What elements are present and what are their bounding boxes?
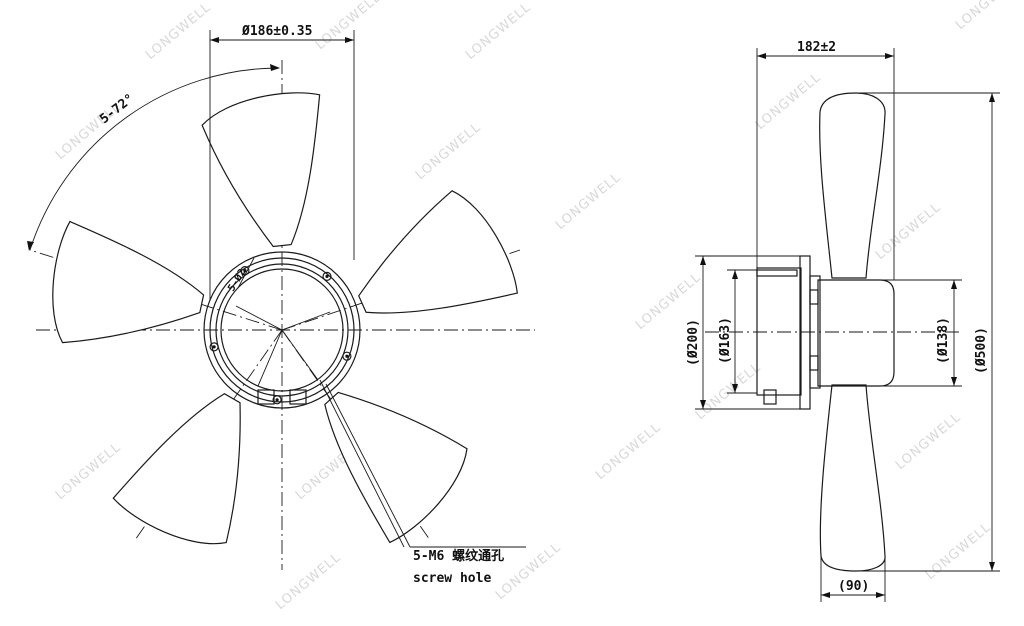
watermark-text: LONGWELL [923, 520, 994, 583]
hub-screw-hole-center [275, 398, 279, 402]
fan-blade [324, 391, 468, 544]
dim-depth-label: 182±2 [797, 40, 836, 55]
watermark-text: LONGWELL [53, 440, 124, 503]
dim-angle-arrow-top [270, 64, 280, 71]
dim-200-arrow-bottom [700, 400, 706, 409]
blade-slot-inner [386, 462, 438, 510]
dim-138-arrow-bottom [951, 377, 957, 386]
dim-bolt-circle-label: Ø186±0.35 [241, 24, 312, 39]
blade-outline [201, 92, 321, 248]
dim-200-arrow-top [700, 256, 706, 265]
dim-186-arrow-right [345, 37, 354, 43]
side-terminal-box [763, 389, 777, 405]
hub-ring-2 [209, 257, 355, 403]
blade-outline [324, 391, 468, 544]
side-view [695, 48, 1000, 602]
blade-slot-inner [455, 223, 486, 286]
fan-blade [112, 393, 241, 545]
screw-hole-leader [325, 383, 411, 548]
hub-outer-ring [203, 251, 361, 409]
hub-screw-hole [342, 351, 352, 361]
hub-screw-hole [209, 342, 219, 352]
watermark-text: LONGWELL [593, 420, 664, 483]
leader-center-4 [281, 329, 319, 381]
side-hub-tab-2 [809, 355, 819, 371]
watermark-text: LONGWELL [273, 550, 344, 613]
screw-hole-note-cn: 5-M6 螺纹通孔 [413, 548, 504, 564]
watermark-text: LONGWELL [553, 170, 624, 233]
watermark-text: LONGWELL [873, 200, 944, 263]
dim-182-arrow-left [757, 53, 766, 59]
hub-screw-hole-center [212, 345, 216, 349]
hub-screw-hole [272, 395, 282, 405]
leader-center-1 [235, 305, 283, 331]
blade-outline [52, 220, 205, 344]
dim-182-arrow-right [885, 53, 894, 59]
dim-angle-arc [29, 67, 280, 251]
watermark-text: LONGWELL [893, 410, 964, 473]
hub-screw-hole [322, 271, 332, 281]
hub-screw-holes [209, 266, 352, 405]
watermark-text: LONGWELL [753, 70, 824, 133]
dim-186-arrow-left [210, 37, 219, 43]
watermark-text: LONGWELL [313, 0, 384, 53]
dim-angle-arrow-left [27, 241, 34, 251]
watermark-text: LONGWELL [953, 0, 1024, 33]
blade-slot-inner [235, 120, 303, 133]
dim-flange-diameter-label: (Ø200) [686, 319, 701, 366]
side-blade-lower [819, 384, 886, 572]
screw-hole-leader-2 [319, 379, 405, 548]
dim-bore-diameter-label: (Ø163) [718, 317, 733, 364]
hub-terminal-box-1 [257, 389, 275, 405]
dim-138-arrow-top [951, 280, 957, 289]
side-motor-fins [756, 269, 798, 277]
fan-blade [52, 220, 205, 344]
watermark-text: LONGWELL [143, 0, 214, 63]
hub-ring-3 [215, 263, 349, 397]
hub-terminal-box-2 [289, 389, 307, 405]
blade-slot-inner [102, 256, 120, 317]
fan-blades [52, 92, 518, 545]
watermark-text: LONGWELL [413, 120, 484, 183]
watermark-text: LONGWELL [463, 0, 534, 63]
fan-blade [358, 190, 518, 314]
blade-slot-inner [144, 484, 204, 520]
blade-slot-inner [239, 147, 302, 160]
blade-outline [112, 393, 241, 545]
dim-90-arrow-right [876, 592, 885, 598]
blade-outline [358, 190, 518, 314]
dim-90-arrow-left [821, 592, 830, 598]
dim-outer-diameter-label: (Ø500) [974, 327, 989, 374]
hub-screw-hole-center [243, 269, 247, 273]
dim-500-arrow-bottom [989, 562, 995, 571]
dim-hub-diameter-label: (Ø138) [936, 317, 951, 364]
hub-screw-hole-center [345, 354, 349, 358]
blade-slot-inner [161, 462, 215, 496]
side-motor-housing [756, 267, 802, 396]
blade-slot-inner [76, 246, 94, 314]
fan-blade [201, 92, 321, 248]
hub-small-leader [237, 257, 255, 289]
dim-500-arrow-top [989, 93, 995, 102]
dim-163-arrow-bottom [732, 384, 738, 393]
hub-screw-hole-center [325, 274, 329, 278]
dim-163-arrow-top [732, 270, 738, 279]
hub-bore [220, 268, 344, 392]
side-hub-body [817, 279, 895, 387]
front-view [27, 30, 535, 570]
leader-center-2 [281, 311, 331, 331]
leader-center-3 [257, 329, 283, 387]
dim-hub-width-label: (90) [838, 579, 869, 594]
blade-slot-inner [432, 236, 460, 294]
side-hub-tab-1 [809, 289, 819, 305]
watermark-text: LONGWELL [693, 360, 764, 423]
screw-hole-note-en: screw hole [413, 571, 491, 586]
